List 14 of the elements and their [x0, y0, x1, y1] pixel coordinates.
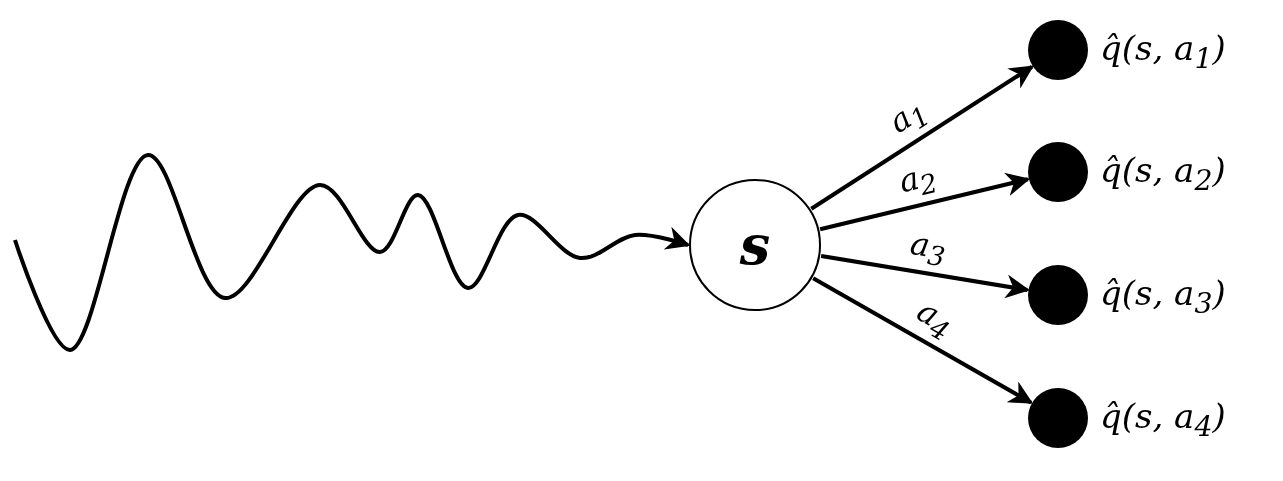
q-value-label: q̂(s, a$_{3}$): [1100, 273, 1226, 320]
action-node-circle: [1028, 142, 1088, 202]
state-label: s: [739, 213, 771, 277]
q-value-label: q̂(s, a$_{1}$): [1100, 28, 1226, 75]
arrow: [819, 172, 1031, 232]
arrow: [810, 65, 1034, 211]
q-value-label: q̂(s, a$_{2}$): [1100, 150, 1226, 197]
action-node-circle: [1028, 388, 1088, 448]
arrow: [820, 253, 1030, 299]
action-node-circle: [1028, 265, 1088, 325]
wavy-arrow: [13, 153, 691, 352]
action-node-circle: [1028, 20, 1088, 80]
q-value-label: q̂(s, a$_{4}$): [1100, 396, 1226, 443]
arrow: [812, 276, 1034, 405]
